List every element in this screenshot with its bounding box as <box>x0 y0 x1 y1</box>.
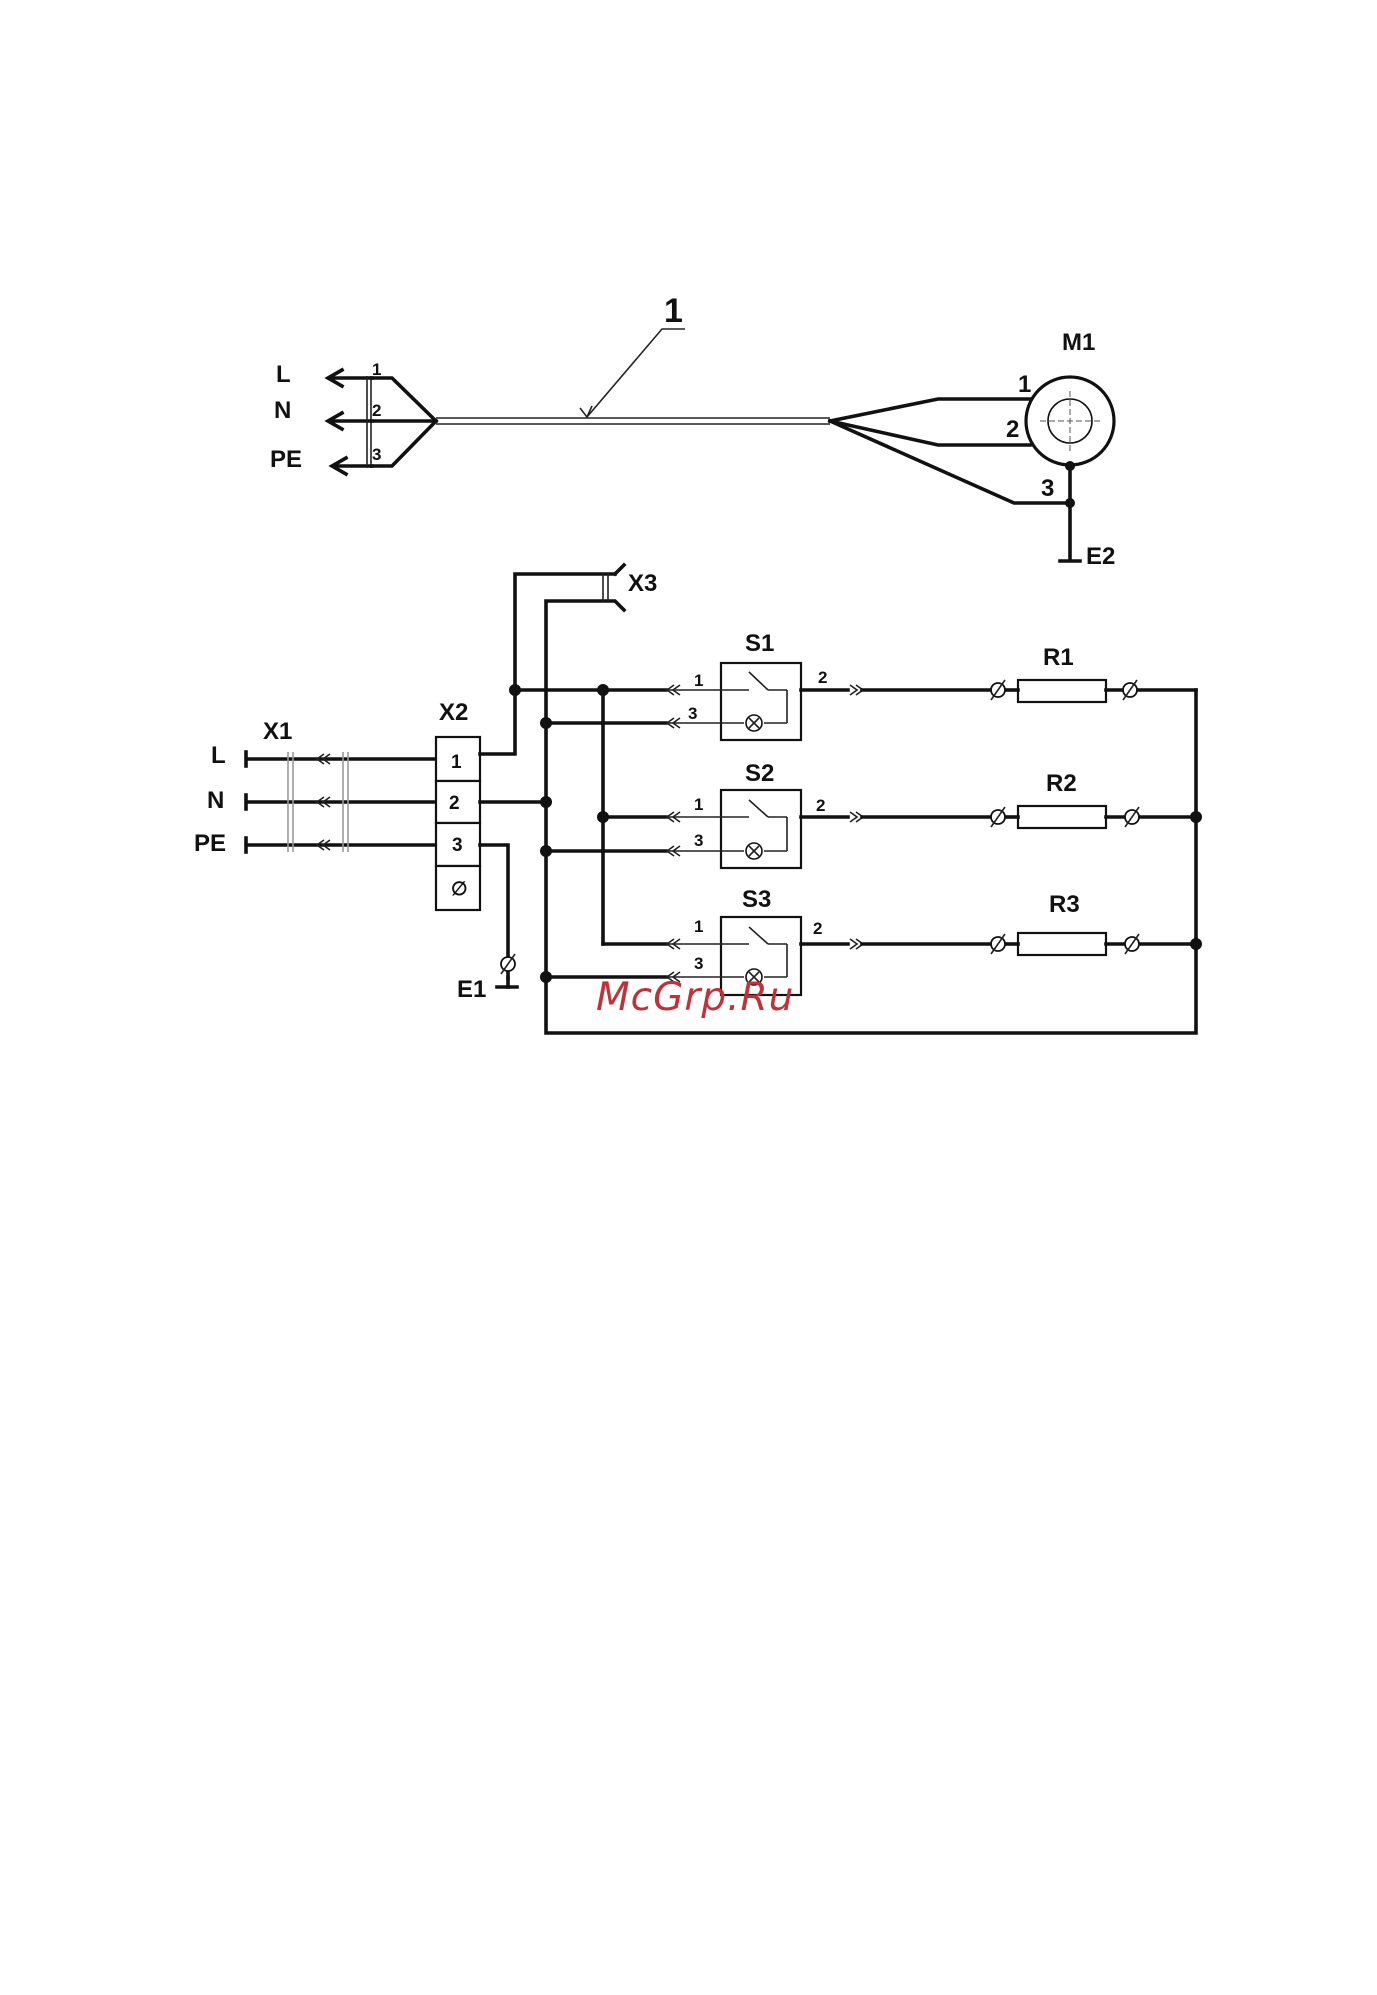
plug-line-l: L <box>276 361 291 388</box>
plug-line-pe: PE <box>270 446 302 473</box>
main-line-l: L <box>211 742 226 769</box>
x3-pin-upper <box>615 565 624 574</box>
plug-arrow-l <box>328 370 372 386</box>
cord-wire-l <box>372 378 436 421</box>
switch-s2-pin-1: 1 <box>694 795 703 814</box>
resistor-r2-label: R2 <box>1046 770 1077 797</box>
main-line-pe: PE <box>194 830 226 857</box>
terminal-1: 1 <box>451 752 462 773</box>
switch-s2-pin-3: 3 <box>694 831 703 850</box>
plug-pin-1: 1 <box>372 360 381 379</box>
terminal-3: 3 <box>452 835 463 856</box>
motor-label: M1 <box>1062 329 1095 356</box>
switch-s1-pin-1: 1 <box>694 671 703 690</box>
switch-s2 <box>666 790 801 868</box>
switch-s3-pin-2: 2 <box>813 919 822 938</box>
power-cord-assembly: 1 M1 1 2 3 E2 L N PE 1 2 3 <box>270 292 1115 570</box>
plug-arrow-n <box>328 413 372 429</box>
switch-s2-pin-2: 2 <box>816 796 825 815</box>
switch-s1 <box>666 663 801 740</box>
motor-wire-1 <box>830 399 1030 421</box>
e1-label: E1 <box>457 976 486 1003</box>
ground-e2-label: E2 <box>1086 543 1115 570</box>
callout-arrowhead <box>580 406 592 417</box>
x1-label: X1 <box>263 718 292 745</box>
motor-m1-symbol <box>1026 377 1114 465</box>
x2-label: X2 <box>439 699 468 726</box>
motor-ground-node <box>1065 461 1075 471</box>
terminal-2: 2 <box>449 793 460 814</box>
plug-pin-2: 2 <box>372 401 381 420</box>
ground-junction <box>1065 498 1075 508</box>
callout-leader <box>587 329 685 417</box>
ground-terminal-e1 <box>501 954 515 974</box>
switch-s3-pin-1: 1 <box>694 917 703 936</box>
wire-n-bus-to-x3 <box>546 601 624 981</box>
cord-wire-pe <box>372 421 436 466</box>
branch-r1 <box>801 680 1196 702</box>
motor-pin-3: 3 <box>1041 475 1054 502</box>
switch-s3-label: S3 <box>742 886 771 913</box>
heater-circuit: X3 X1 X2 L N PE 1 2 3 ∅ E1 S1 1 3 2 S2 1… <box>194 565 1202 1033</box>
main-line-n: N <box>207 787 224 814</box>
switch-s1-pin-2: 2 <box>818 668 827 687</box>
motor-pin-1: 1 <box>1018 371 1031 398</box>
plug-pin-3: 3 <box>372 445 381 464</box>
plug-arrow-pe <box>332 458 372 474</box>
branch-r2 <box>801 806 1196 828</box>
switch-s1-label: S1 <box>745 630 774 657</box>
callout-label: 1 <box>664 292 683 330</box>
watermark-text: McGrp.Ru <box>596 975 794 1020</box>
resistor-r3-label: R3 <box>1049 891 1080 918</box>
plug-line-n: N <box>274 397 291 424</box>
switch-s1-pin-3: 3 <box>688 704 697 723</box>
input-lines-x1 <box>246 752 436 852</box>
motor-pin-2: 2 <box>1006 416 1019 443</box>
x3-label: X3 <box>628 570 657 597</box>
branch-r3 <box>801 933 1196 955</box>
terminal-ground-symbol: ∅ <box>451 879 468 900</box>
resistor-r1-label: R1 <box>1043 644 1074 671</box>
switch-s2-label: S2 <box>745 760 774 787</box>
switch-s3-pin-3: 3 <box>694 954 703 973</box>
